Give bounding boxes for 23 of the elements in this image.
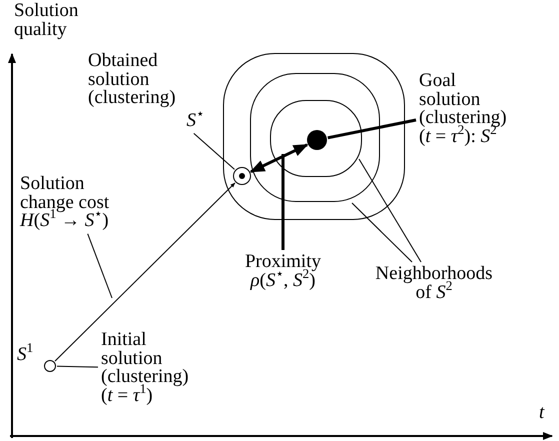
double-arrow bbox=[250, 143, 308, 174]
leader-line bbox=[282, 154, 284, 250]
neighborhood-ring bbox=[250, 73, 380, 202]
annotation-text: Initial solution (clustering) (t = τ$^{1}$) bbox=[101, 331, 201, 406]
annotation-text: Neighborhoods of S$^{2}$ bbox=[374, 265, 494, 302]
initial-solution-marker bbox=[44, 360, 56, 372]
goal-solution-dot bbox=[307, 130, 327, 150]
annotation-text: Proximity bbox=[244, 253, 322, 272]
neighborhood-ring bbox=[270, 100, 362, 177]
arrow bbox=[54, 182, 236, 362]
leader-line bbox=[358, 158, 422, 262]
axis-label: t bbox=[539, 404, 546, 423]
annotation-text: Obtained solution (clustering) bbox=[88, 52, 177, 108]
neighborhood-ring bbox=[223, 53, 405, 220]
axis-title: Solution quality bbox=[14, 2, 80, 40]
leader-line bbox=[328, 118, 416, 140]
leader-line bbox=[352, 202, 412, 262]
leader-line bbox=[193, 132, 235, 170]
obtained-solution-marker bbox=[233, 167, 251, 185]
math-expression: ρ(S$^{⋆}$, S$^{2}$) bbox=[250, 272, 316, 290]
leader-line bbox=[56, 366, 98, 368]
leader-line bbox=[87, 233, 112, 298]
math-expression: S$^{⋆}$ bbox=[186, 112, 204, 130]
